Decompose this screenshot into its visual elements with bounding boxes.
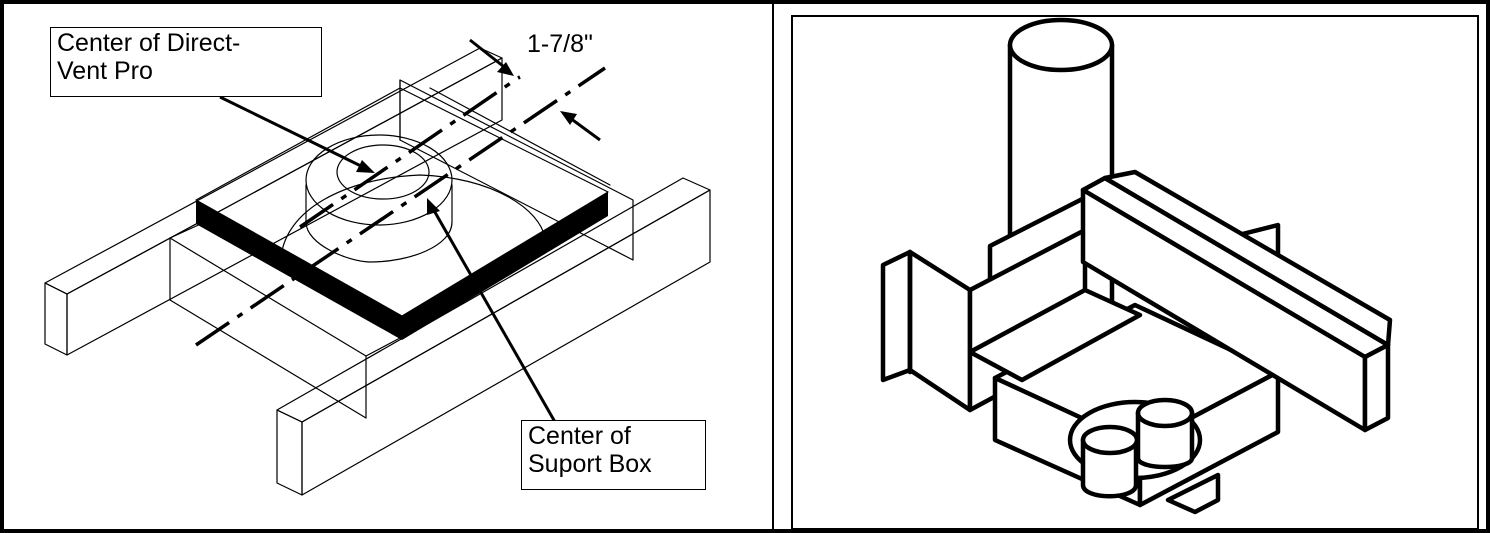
right-isometric-drawing <box>880 17 1393 515</box>
right-panel-frame <box>791 15 1479 530</box>
label-box-center-line-1: Center of <box>528 422 631 450</box>
dimension-label: 1-7/8" <box>527 30 593 58</box>
bottom-flange <box>1165 472 1221 515</box>
front-channel-lip <box>967 287 1143 383</box>
left-isometric-drawing <box>44 38 711 496</box>
support-box <box>169 79 634 419</box>
center-line-support-box <box>195 66 606 347</box>
front-joist <box>276 177 711 496</box>
center-line-vent <box>299 76 519 229</box>
leader-vent-center <box>219 95 366 170</box>
label-box-center-line-2: Suport Box <box>528 450 652 478</box>
label-vent-center-line-1: Center of Direct- <box>57 29 241 57</box>
label-vent-center: Center of Direct- Vent Pro <box>50 27 322 97</box>
vent-cylinder <box>305 134 453 263</box>
label-box-center: Center of Suport Box <box>521 420 706 490</box>
dimension-arrows <box>469 38 601 142</box>
right-bar <box>1080 169 1393 433</box>
flashing-arc <box>280 174 546 259</box>
label-vent-center-line-2: Vent Pro <box>57 57 153 85</box>
leader-box-center <box>430 206 557 423</box>
termination-nozzles <box>1067 397 1203 499</box>
